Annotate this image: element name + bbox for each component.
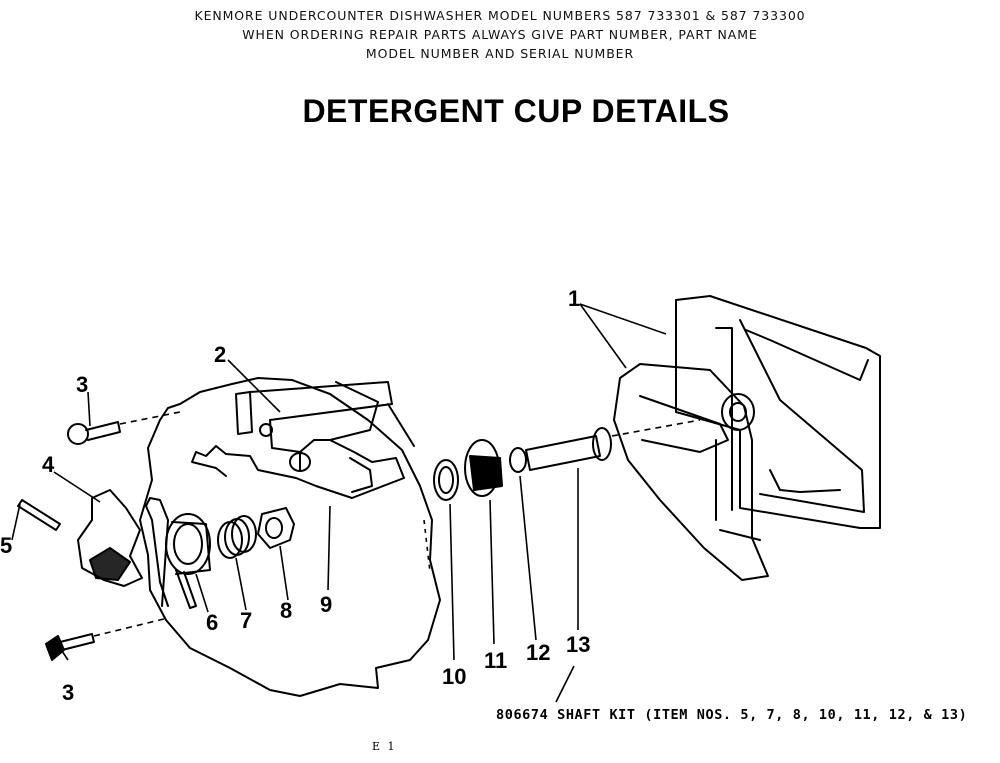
shaft-pin	[17, 499, 61, 531]
header-line-3: MODEL NUMBER AND SERIAL NUMBER	[365, 46, 635, 61]
callout-3-top: 3	[76, 372, 88, 397]
hex-nut	[257, 507, 295, 549]
door-panel-outline	[139, 377, 441, 697]
callout-6: 6	[206, 610, 218, 635]
cam-spring	[165, 513, 211, 609]
screw-top	[67, 421, 121, 445]
coil-spring	[217, 515, 257, 559]
footer-code: E 1	[372, 740, 397, 753]
shaft	[525, 427, 612, 471]
small-washer	[509, 447, 527, 473]
flange-washer	[464, 439, 503, 497]
callout-8: 8	[280, 598, 292, 623]
page-title: DETERGENT CUP DETAILS	[302, 93, 730, 129]
callout-7: 7	[240, 608, 252, 633]
gasket-ring	[433, 459, 459, 501]
callout-3-bottom: 3	[62, 680, 74, 705]
callout-1: 1	[568, 286, 580, 311]
callout-11: 11	[484, 648, 507, 673]
leader-lines	[11, 303, 701, 703]
callout-10: 10	[442, 664, 466, 689]
header-line-1: KENMORE UNDERCOUNTER DISHWASHER MODEL NU…	[194, 8, 806, 23]
latch-lever	[77, 489, 143, 587]
callout-5: 5	[0, 533, 12, 558]
callout-9: 9	[320, 592, 332, 617]
dispenser-bracket	[191, 381, 415, 499]
callout-12: 12	[526, 640, 550, 665]
screw-bottom	[45, 633, 95, 661]
callout-4: 4	[42, 452, 55, 477]
callout-13: 13	[566, 632, 590, 657]
cup-lid-spring	[145, 497, 169, 607]
shaft-kit-note: 806674 SHAFT KIT (ITEM NOS. 5, 7, 8, 10,…	[496, 707, 968, 723]
detergent-cup	[613, 295, 881, 581]
header-line-2: WHEN ORDERING REPAIR PARTS ALWAYS GIVE P…	[242, 27, 758, 42]
callout-2: 2	[214, 342, 226, 367]
